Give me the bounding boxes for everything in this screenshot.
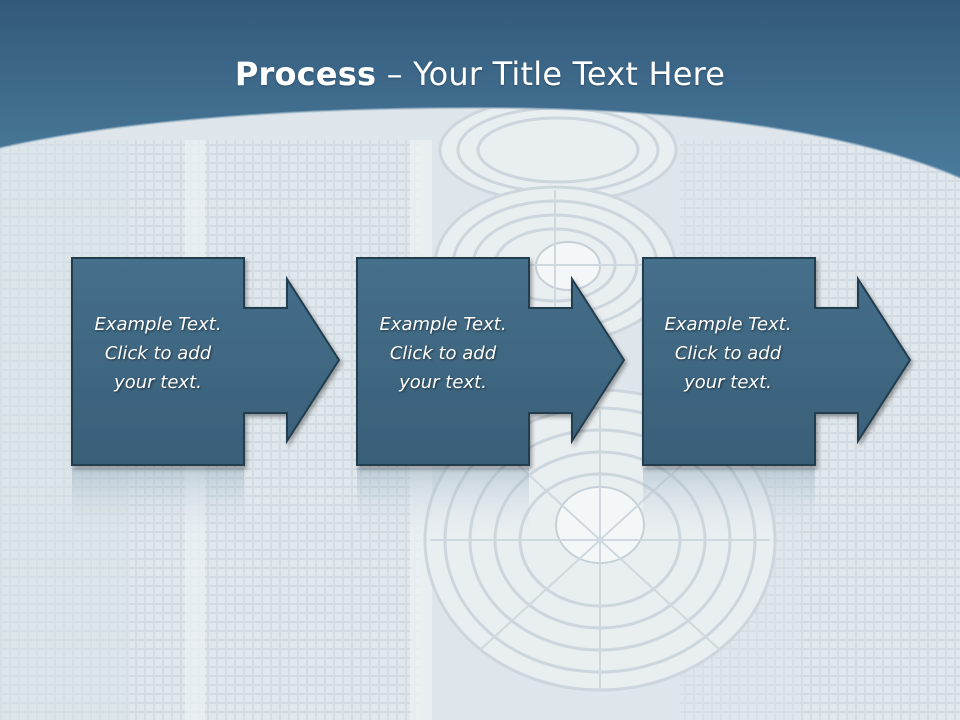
step-line: your text. [399,372,487,393]
header-band [0,0,960,178]
process-step-3-text[interactable]: Example Text. Click to add your text. [640,310,816,397]
step-line: Click to add [389,343,497,364]
slide-title[interactable]: Process – Your Title Text Here [0,54,960,94]
step-line: your text. [684,372,772,393]
step-line: Example Text. [379,314,507,335]
title-rest: Your Title Text Here [413,55,726,93]
process-step-3-shape[interactable] [642,257,912,466]
process-step-1-shape[interactable] [71,257,341,466]
step-line: Example Text. [664,314,792,335]
box-reflections [72,468,815,538]
process-step-2-text[interactable]: Example Text. Click to add your text. [355,310,531,397]
process-step-1-text[interactable]: Example Text. Click to add your text. [70,310,246,397]
step-line: your text. [114,372,202,393]
title-bold: Process [234,55,377,93]
step-line: Example Text. [94,314,222,335]
step-line: Click to add [104,343,212,364]
title-separator: – [376,55,414,93]
process-step-2-shape[interactable] [356,257,626,466]
step-line: Click to add [674,343,782,364]
